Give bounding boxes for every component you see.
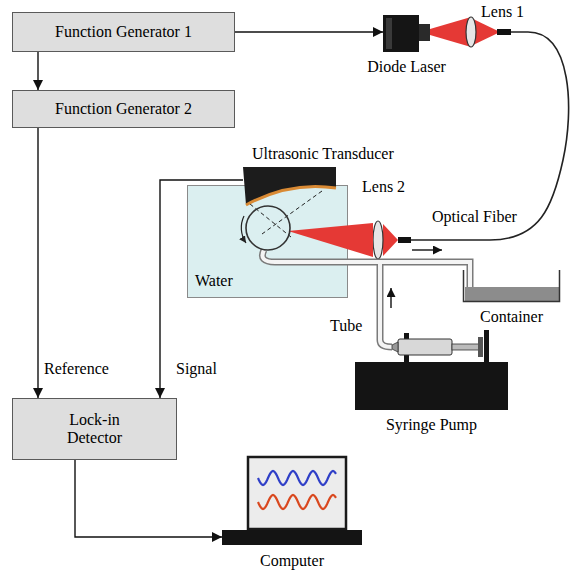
water-tank: Water: [187, 185, 348, 298]
edge-label: Reference: [44, 360, 109, 378]
transducer-face: [246, 186, 336, 205]
node-label: Function Generator 1: [55, 23, 192, 41]
syringe-pump-symbol: [355, 330, 508, 410]
node-label: Lock-in Detector: [55, 411, 135, 447]
rotation-arrow: [241, 216, 246, 243]
laser-beam: [288, 223, 373, 257]
container-liquid: [465, 287, 559, 301]
ultrasonic-transducer: Ultrasonic Transducer: [243, 167, 336, 205]
diode-laser: Diode Laser: [383, 15, 430, 52]
part-label: Lens 1: [481, 3, 524, 21]
signal-arrow: [37, 52, 38, 90]
part-label: Lens 2: [362, 178, 405, 196]
flow-arrow: [390, 288, 391, 308]
syringe-plunger: [478, 337, 483, 357]
node-label: Syringe Pump: [386, 416, 477, 434]
laser-beam: [430, 17, 471, 47]
syringe-barrel: [398, 339, 452, 355]
flow-arrow: [412, 249, 442, 250]
container: Container: [463, 270, 560, 302]
computer: Computer: [222, 456, 362, 548]
node-label: Ultrasonic Transducer: [252, 145, 394, 163]
signal-arrow: [37, 128, 38, 398]
syringe-tip: [392, 342, 398, 352]
container-symbol: [463, 270, 560, 302]
part-label: Tube: [330, 317, 362, 335]
container-outline: [464, 270, 560, 302]
ultrasonic-transducer-symbol: [243, 167, 336, 205]
fiber-connector: [398, 237, 411, 243]
tube: [262, 250, 470, 347]
diode-laser-symbol: [383, 15, 430, 52]
pump-clamp: [484, 330, 489, 363]
computer-symbol: [222, 456, 362, 548]
function-generator-box: Function Generator 1: [12, 12, 235, 52]
lock-in-detector-box: Lock-in Detector: [12, 398, 177, 460]
signal-arrow: [235, 31, 383, 32]
pump-base: [355, 362, 508, 410]
signal-trace: [258, 495, 336, 509]
syringe-plunger: [452, 344, 480, 350]
lens-symbol: [373, 221, 383, 259]
tube-loop: [246, 206, 290, 250]
node-label: Diode Laser: [367, 58, 446, 76]
lens-symbol: [466, 17, 476, 47]
node-label: Function Generator 2: [55, 100, 192, 118]
syringe-pump: Syringe Pump: [355, 330, 508, 410]
laser-beam: [383, 224, 398, 256]
node-label: Water: [195, 272, 233, 290]
transducer-body: [243, 167, 336, 205]
tube-bore: [262, 250, 470, 347]
edge-label: Signal: [176, 360, 217, 378]
focus-line: [262, 191, 322, 234]
laser-nozzle: [419, 24, 430, 41]
monitor: [248, 457, 346, 529]
node-label: Computer: [260, 552, 324, 570]
node-label: Container: [480, 308, 543, 326]
function-generator-box: Function Generator 2: [12, 90, 235, 128]
signal-arrow: [75, 460, 222, 537]
fiber-connector: [497, 29, 511, 35]
part-label: Optical Fiber: [432, 208, 517, 226]
signal-trace: [258, 471, 336, 485]
computer-base: [222, 530, 362, 545]
laser-body: [383, 15, 419, 52]
laser-body: [386, 18, 392, 49]
